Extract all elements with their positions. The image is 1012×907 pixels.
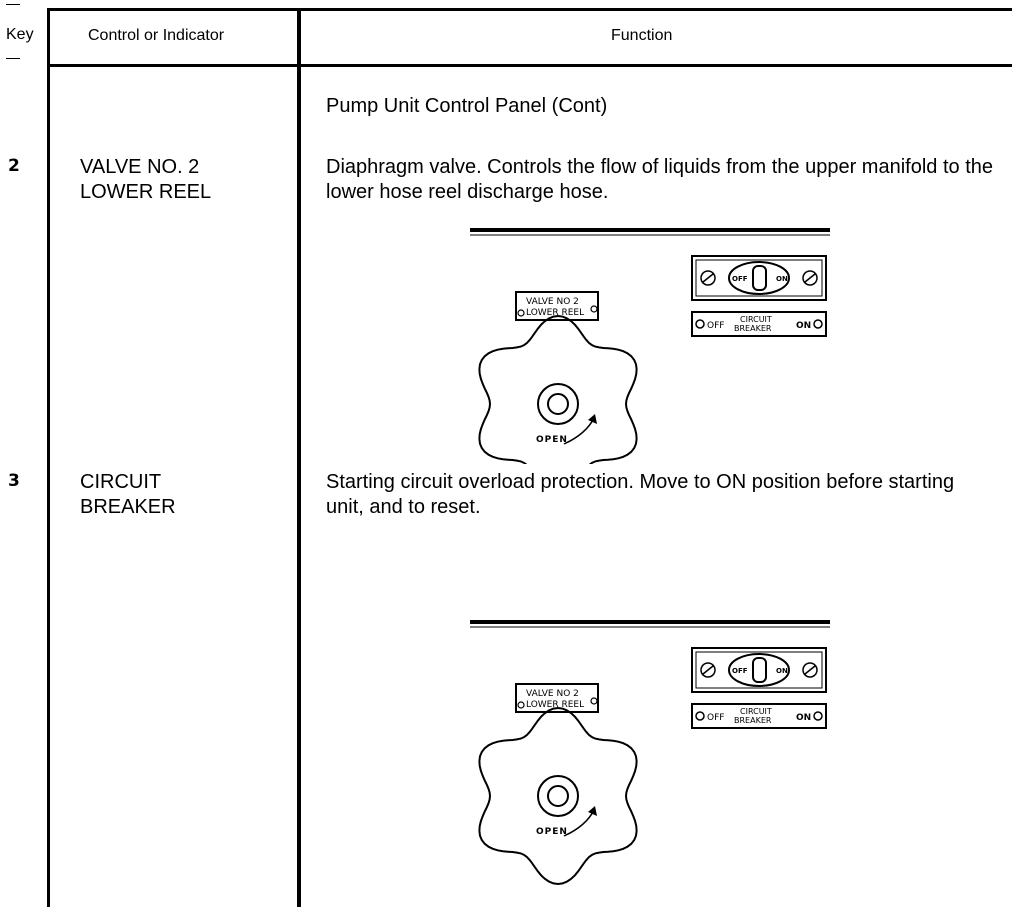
row-control-3-line-1: CIRCUIT (80, 471, 162, 493)
key-tick-top (6, 4, 20, 5)
panel-top-edge (470, 620, 830, 624)
svg-text:OFF: OFF (707, 713, 724, 723)
svg-text:BREAKER: BREAKER (734, 324, 772, 333)
svg-text:LOWER REEL: LOWER REEL (526, 308, 584, 318)
svg-text:VALVE NO 2: VALVE NO 2 (526, 689, 579, 699)
key-tick-bottom (6, 58, 20, 59)
svg-text:VALVE NO 2: VALVE NO 2 (526, 297, 579, 307)
row-key-2: 2 (8, 156, 20, 176)
valve-knob: OPEN (478, 706, 638, 886)
svg-text:ON: ON (776, 275, 788, 283)
svg-text:CIRCUIT: CIRCUIT (740, 315, 772, 324)
column-divider-left (47, 8, 50, 907)
valve-knob: OPEN (478, 314, 638, 464)
header-top-rule (48, 8, 1012, 11)
header-control: Control or Indicator (88, 27, 225, 44)
svg-text:ON: ON (796, 713, 811, 723)
svg-text:ON: ON (776, 667, 788, 675)
svg-text:OPEN: OPEN (536, 827, 568, 837)
header-key: Key (6, 26, 34, 43)
row-control-3: CIRCUIT BREAKER (80, 470, 176, 520)
row-control-2-line-2: LOWER REEL (80, 181, 212, 203)
svg-text:OFF: OFF (707, 321, 724, 331)
svg-text:OFF: OFF (732, 275, 748, 283)
row-key-3: 3 (8, 471, 20, 491)
row-function-2: Diaphragm valve. Controls the flow of li… (326, 156, 994, 203)
header-bottom-rule (48, 64, 1012, 67)
row-control-2-line-1: VALVE NO. 2 (80, 156, 200, 178)
row-control-3-line-2: BREAKER (80, 496, 176, 518)
svg-text:LOWER REEL: LOWER REEL (526, 700, 584, 710)
section-title: Pump Unit Control Panel (Cont) (326, 95, 608, 117)
svg-text:BREAKER: BREAKER (734, 716, 772, 725)
header-function: Function (611, 27, 673, 44)
row-control-2: VALVE NO. 2 LOWER REEL (80, 155, 211, 205)
svg-text:OFF: OFF (732, 667, 748, 675)
toggle-switch-plate: OFF ON (691, 255, 827, 301)
panel-top-edge (470, 228, 830, 232)
svg-text:OPEN: OPEN (536, 435, 568, 445)
column-divider-right (297, 8, 301, 907)
svg-text:ON: ON (796, 321, 811, 331)
toggle-switch-plate: OFF ON (691, 647, 827, 693)
row-function-3: Starting circuit overload protection. Mo… (326, 471, 955, 518)
svg-text:CIRCUIT: CIRCUIT (740, 707, 772, 716)
